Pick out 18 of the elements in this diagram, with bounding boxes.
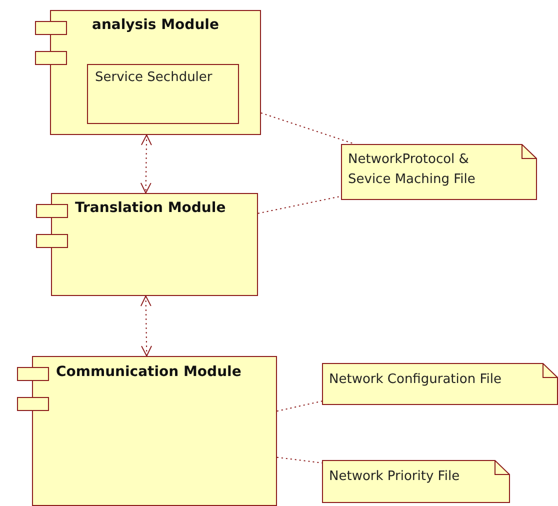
dependency-arrow [140, 134, 152, 194]
part-box [87, 64, 239, 124]
note-connector [276, 400, 322, 412]
note-box [341, 144, 537, 200]
component-title: Communication Module [56, 364, 242, 380]
note-text: Network Priority File [329, 468, 460, 486]
component-box [35, 10, 261, 135]
note-text: Network Configuration File [329, 371, 502, 389]
component-box [17, 356, 277, 506]
note-text: NetworkProtocol & Sevice Maching File [348, 151, 476, 189]
dependency-arrow [140, 296, 152, 356]
component-box [36, 193, 258, 296]
component-title: Translation Module [75, 200, 226, 216]
note-connector [258, 196, 342, 214]
part-label: Service Sechduler [95, 69, 212, 87]
note-box [322, 460, 510, 503]
note-box [322, 363, 558, 405]
component-title: analysis Module [92, 17, 219, 33]
